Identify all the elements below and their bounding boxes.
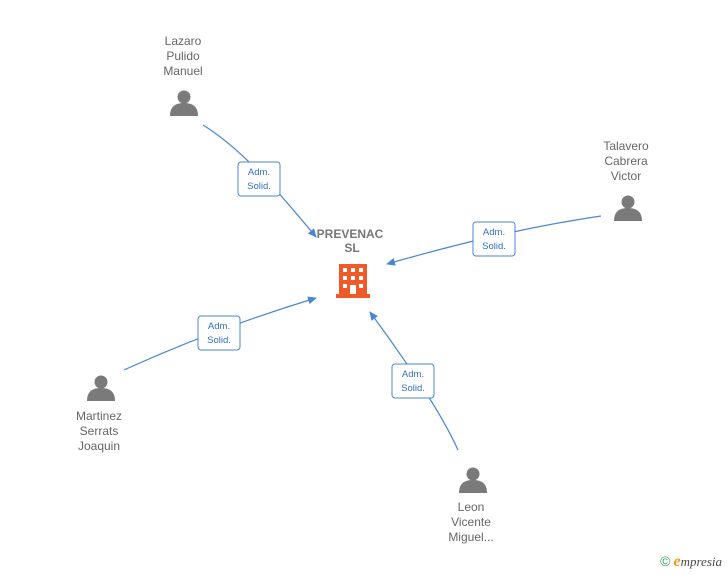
person-icon <box>459 467 487 493</box>
person-name-line3: Joaquin <box>78 439 120 453</box>
person-name-line3: Manuel <box>163 64 202 78</box>
role-label-line1: Adm. <box>248 167 270 178</box>
company-name-line1: PREVENAC <box>317 227 384 241</box>
person-node-martinez[interactable]: Martinez Serrats Joaquin <box>76 375 122 454</box>
person-node-leon[interactable]: Leon Vicente Miguel... <box>448 467 494 545</box>
role-label-line1: Adm. <box>402 369 424 380</box>
brand-logo-text: mpresia <box>680 554 722 569</box>
role-label-line1: Adm. <box>208 321 230 332</box>
role-label-line2: Solid. <box>247 181 271 192</box>
role-box-talavero[interactable]: Adm. Solid. <box>472 221 516 257</box>
person-name-line1: Leon <box>458 500 485 514</box>
person-name-line1: Talavero <box>603 139 649 153</box>
person-icon <box>87 375 115 401</box>
person-node-lazaro[interactable]: Lazaro Pulido Manuel <box>163 34 203 116</box>
role-label-line1: Adm. <box>483 227 505 238</box>
person-name-line1: Martinez <box>76 409 122 423</box>
role-label-line2: Solid. <box>401 383 425 394</box>
role-box-martinez[interactable]: Adm. Solid. <box>197 315 241 351</box>
role-box-leon[interactable]: Adm. Solid. <box>391 363 435 399</box>
person-name-line2: Cabrera <box>604 154 648 168</box>
copyright-icon: © <box>660 553 671 569</box>
company-name-line2: SL <box>344 241 359 255</box>
brand-logo-initial: e <box>673 553 681 570</box>
building-icon <box>336 264 370 298</box>
person-name-line2: Vicente <box>451 515 491 529</box>
person-name-line1: Lazaro <box>165 34 202 48</box>
person-name-line2: Serrats <box>80 424 119 438</box>
person-name-line2: Pulido <box>166 49 200 63</box>
person-name-line3: Victor <box>611 169 641 183</box>
role-label-line2: Solid. <box>482 241 506 252</box>
person-icon <box>170 90 198 116</box>
role-label-line2: Solid. <box>207 335 231 346</box>
company-node[interactable]: PREVENAC SL <box>317 227 384 298</box>
person-node-talavero[interactable]: Talavero Cabrera Victor <box>603 139 649 221</box>
person-icon <box>614 195 642 221</box>
person-name-line3: Miguel... <box>448 530 493 544</box>
footer-brand[interactable]: ©empresia <box>660 553 722 571</box>
role-box-lazaro[interactable]: Adm. Solid. <box>237 161 281 197</box>
